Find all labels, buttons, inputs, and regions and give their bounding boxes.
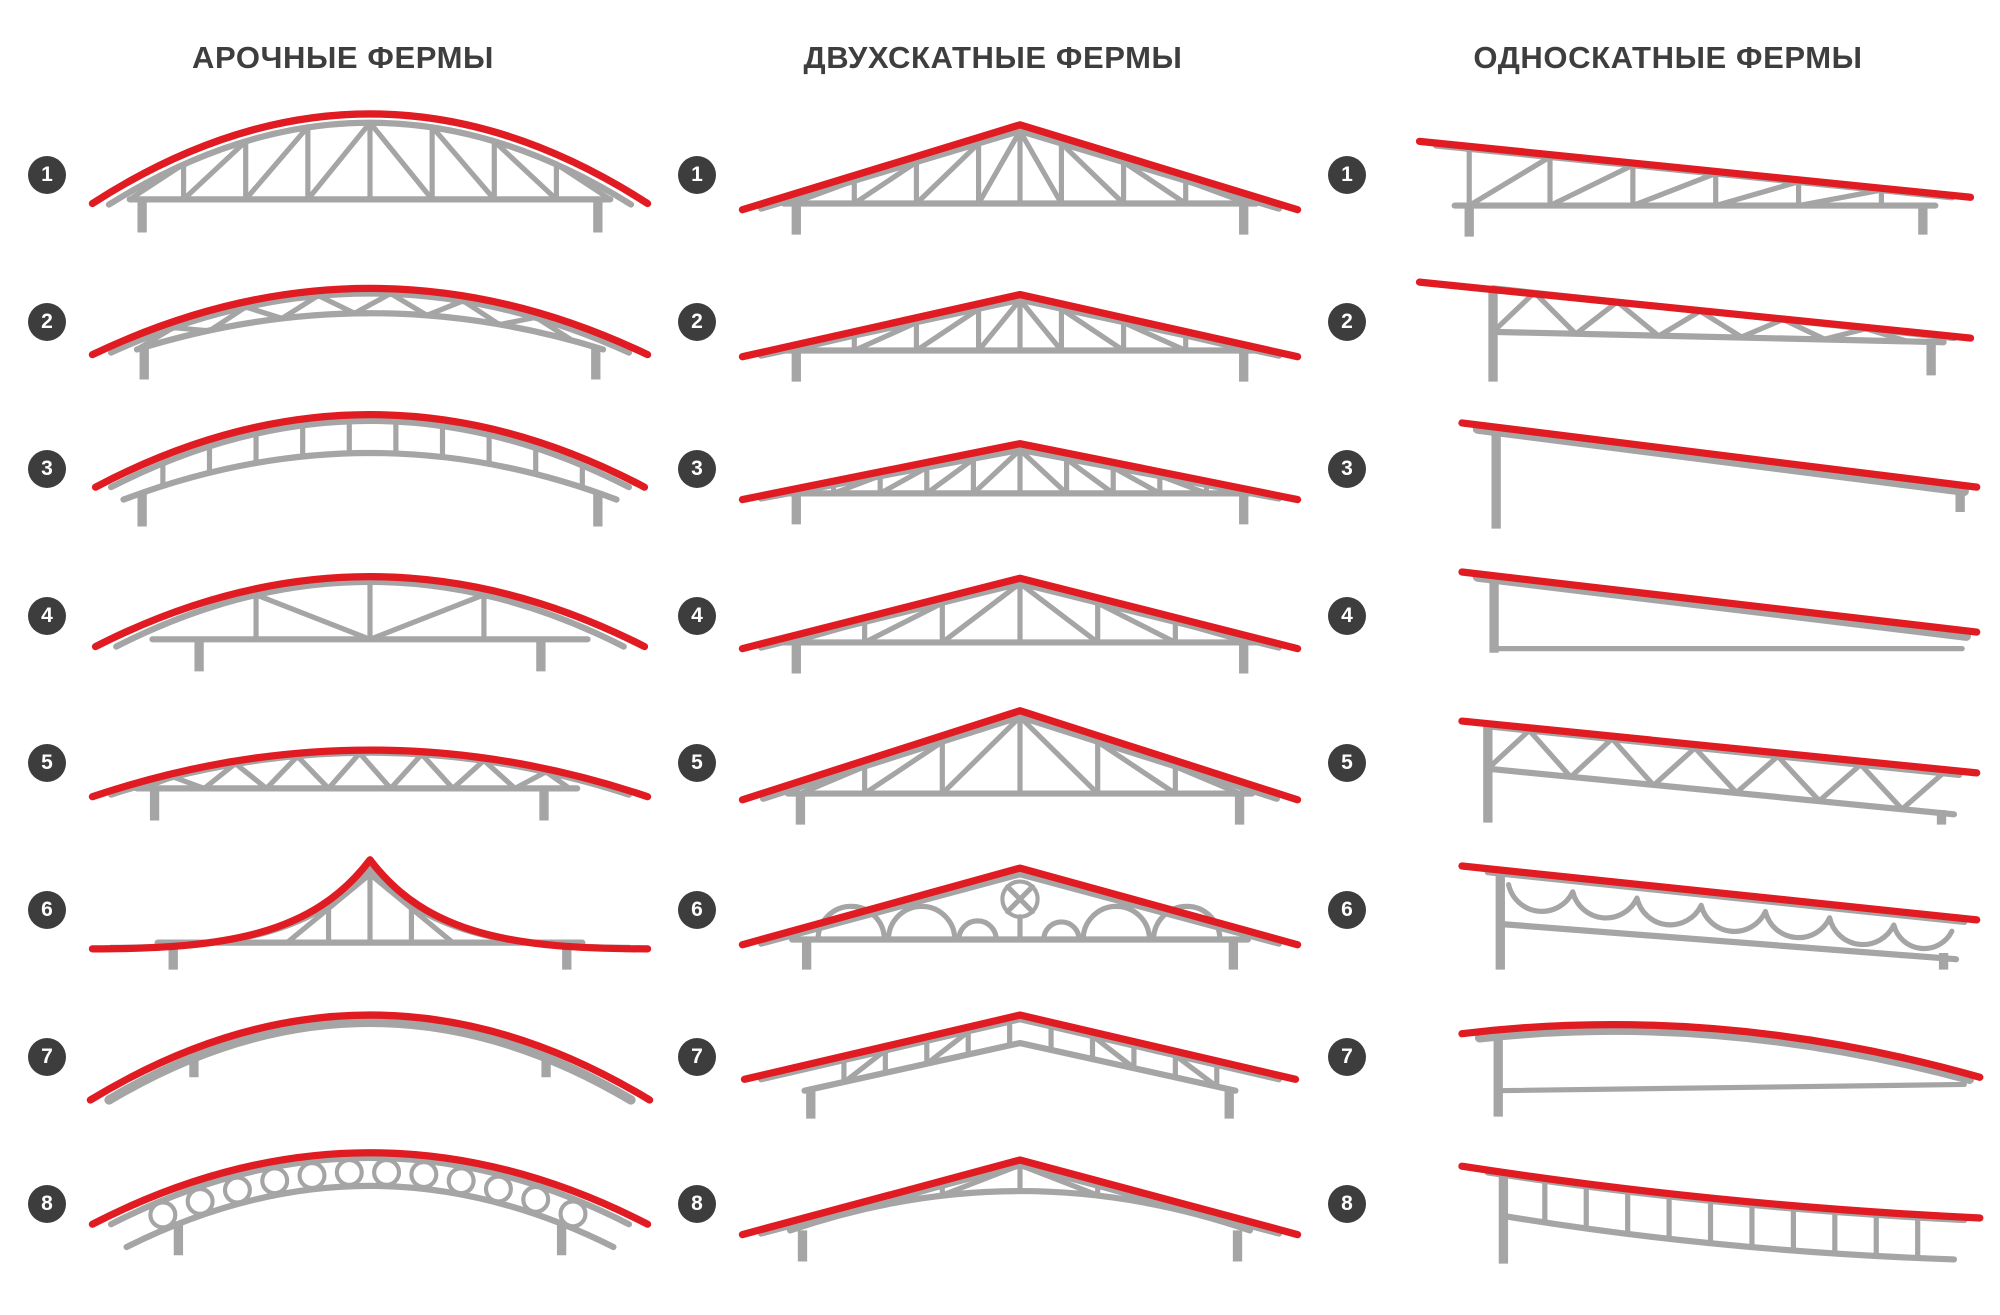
arched-truss-3-icon (91, 411, 649, 527)
truss-row: 5 (1318, 689, 2000, 836)
item-number-badge: 8 (28, 1184, 66, 1223)
gable-truss-8-icon (738, 1156, 1302, 1262)
item-number-badge: 5 (28, 743, 66, 782)
arched-truss-1-icon (88, 110, 652, 233)
item-number-badge: 3 (28, 449, 66, 488)
truss-row: 7 (668, 983, 1318, 1130)
item-number-badge: 4 (28, 596, 66, 635)
mono-pitch-truss-7-icon (1458, 1020, 1984, 1117)
mono-pitch-truss-4-icon (1458, 568, 1981, 653)
truss-row: 1 (668, 101, 1318, 248)
gable-truss-6-icon (738, 864, 1302, 970)
truss-row: 8 (18, 1130, 668, 1277)
truss-row: 4 (18, 542, 668, 689)
item-number-badge: 4 (1328, 596, 1366, 635)
truss-row: 6 (1318, 836, 2000, 983)
item-number-badge: 2 (678, 302, 716, 341)
item-number-badge: 4 (678, 596, 716, 635)
gable-truss-4-icon (738, 574, 1302, 674)
mono-pitch-truss-5-icon (1458, 717, 1981, 825)
item-number-badge: 2 (28, 302, 66, 341)
item-number-badge: 7 (1328, 1037, 1366, 1076)
mono-pitch-truss-8-icon (1458, 1162, 1984, 1264)
truss-row: 1 (1318, 101, 2000, 248)
item-number-badge: 5 (678, 743, 716, 782)
truss-row: 6 (18, 836, 668, 983)
truss-row: 4 (668, 542, 1318, 689)
column-arched-trusses: АРОЧНЫЕ ФЕРМЫ 1 2 3 (18, 0, 668, 1315)
truss-row: 8 (668, 1130, 1318, 1277)
item-number-badge: 5 (1328, 743, 1366, 782)
truss-row: 7 (18, 983, 668, 1130)
item-number-badge: 1 (1328, 155, 1366, 194)
mono-pitch-truss-6-icon (1458, 862, 1981, 970)
truss-row: 5 (18, 689, 668, 836)
truss-row: 3 (1318, 395, 2000, 542)
column-title-gable: ДВУХСКАТНЫЕ ФЕРМЫ (803, 40, 1183, 75)
truss-row: 3 (18, 395, 668, 542)
arched-truss-4-icon (91, 573, 649, 672)
truss-row: 2 (18, 248, 668, 395)
gable-truss-7-icon (740, 1011, 1300, 1119)
item-number-badge: 1 (28, 155, 66, 194)
arched-truss-8-icon (88, 1149, 652, 1256)
item-number-badge: 7 (28, 1037, 66, 1076)
truss-row: 2 (1318, 248, 2000, 395)
truss-row: 7 (1318, 983, 2000, 1130)
column-mono-pitch-trusses: ОДНОСКАТНЫЕ ФЕРМЫ 1 2 3 (1318, 0, 2000, 1315)
item-number-badge: 6 (1328, 890, 1366, 929)
gable-truss-5-icon (738, 707, 1302, 825)
item-number-badge: 8 (1328, 1184, 1366, 1223)
mono-pitch-truss-3-icon (1458, 419, 1981, 529)
truss-row: 5 (668, 689, 1318, 836)
item-number-badge: 3 (1328, 449, 1366, 488)
gable-truss-3-icon (738, 440, 1302, 525)
mono-pitch-truss-1-icon (1415, 137, 1975, 237)
item-number-badge: 8 (678, 1184, 716, 1223)
arched-truss-7-icon (86, 1011, 654, 1105)
gable-truss-2-icon (738, 290, 1302, 382)
item-number-badge: 3 (678, 449, 716, 488)
column-gable-trusses: ДВУХСКАТНЫЕ ФЕРМЫ 1 2 3 (668, 0, 1318, 1315)
gable-truss-1-icon (738, 121, 1302, 235)
arched-truss-6-icon (88, 856, 652, 970)
column-title-arched: АРОЧНЫЕ ФЕРМЫ (192, 40, 494, 75)
truss-row: 3 (668, 395, 1318, 542)
column-title-mono-pitch: ОДНОСКАТНЫЕ ФЕРМЫ (1473, 40, 1863, 75)
truss-row: 4 (1318, 542, 2000, 689)
truss-row: 8 (1318, 1130, 2000, 1277)
item-number-badge: 1 (678, 155, 716, 194)
truss-row: 6 (668, 836, 1318, 983)
truss-row: 1 (18, 101, 668, 248)
item-number-badge: 7 (678, 1037, 716, 1076)
truss-row: 2 (668, 248, 1318, 395)
arched-truss-2-icon (88, 284, 652, 380)
item-number-badge: 6 (28, 890, 66, 929)
item-number-badge: 2 (1328, 302, 1366, 341)
mono-pitch-truss-2-icon (1415, 278, 1975, 382)
item-number-badge: 6 (678, 890, 716, 929)
arched-truss-5-icon (88, 746, 652, 821)
